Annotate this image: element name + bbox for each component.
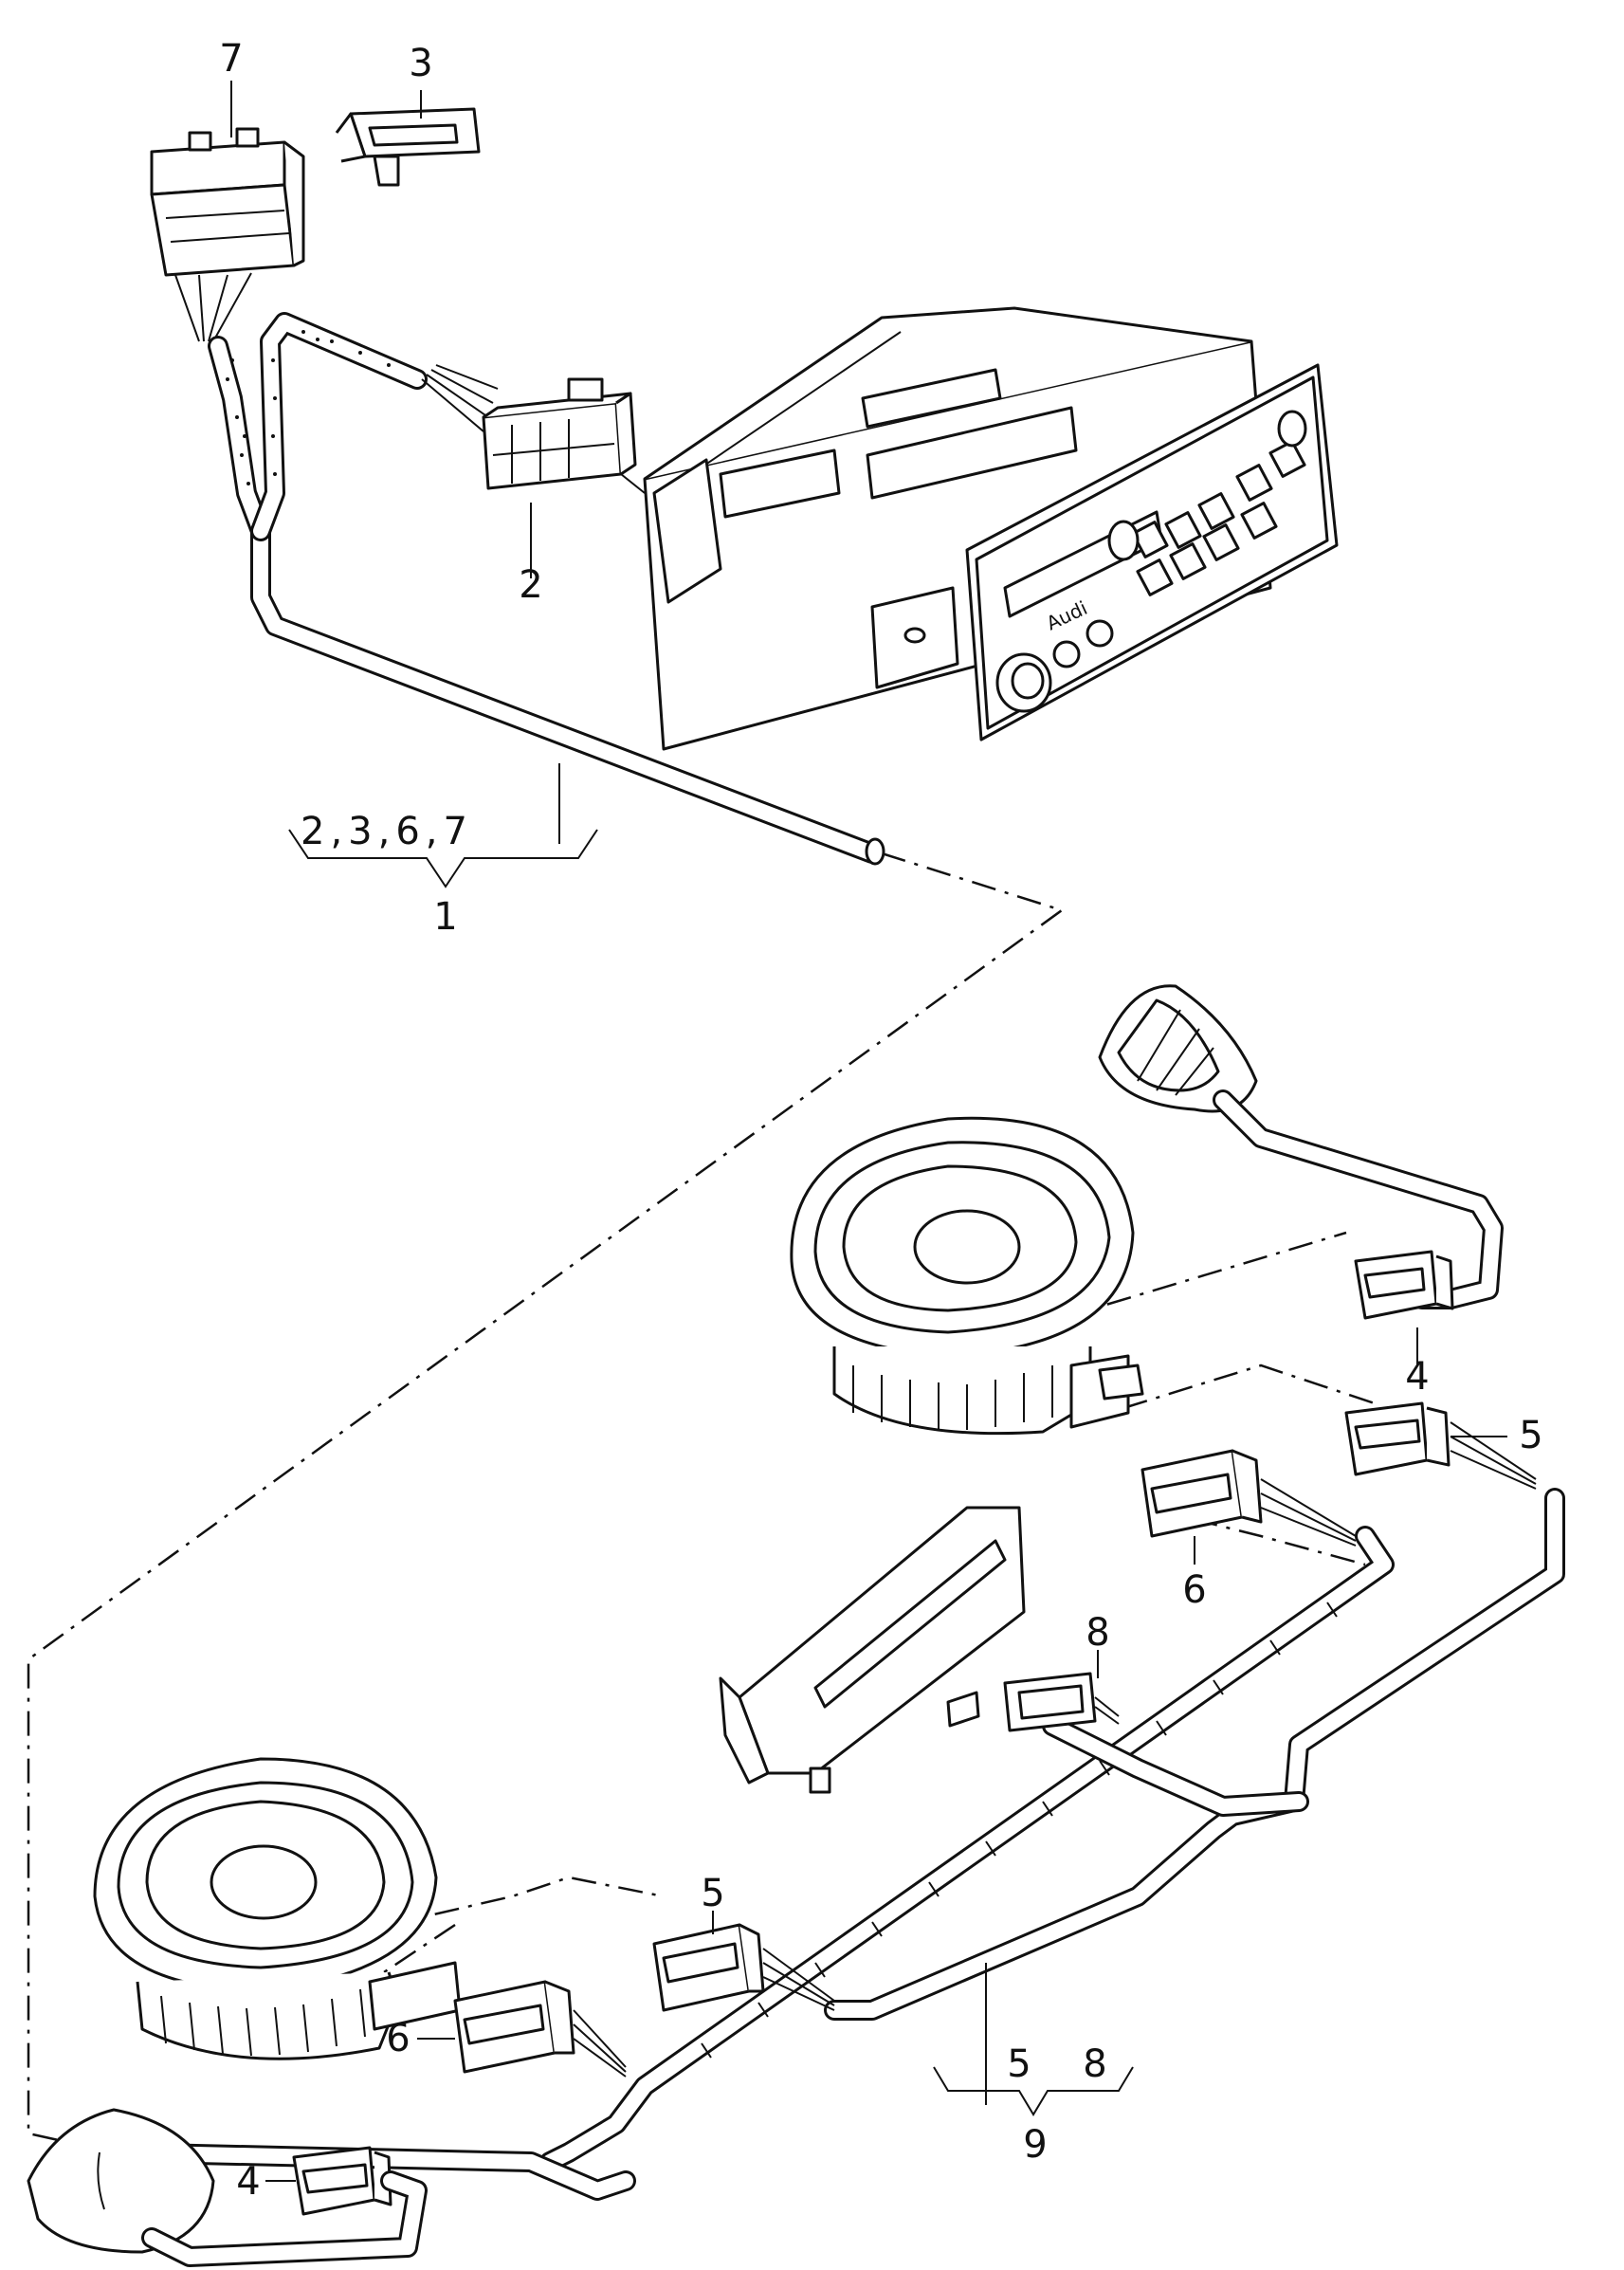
lower-harness	[103, 1488, 1565, 2201]
callout-3: 3	[409, 42, 432, 85]
callout-4-left: 4	[236, 2160, 260, 2204]
callout-9: 9	[1023, 2123, 1047, 2167]
callout-1: 1	[433, 895, 457, 939]
connector-5-right	[1344, 1401, 1537, 1490]
callout-7: 7	[219, 37, 243, 81]
callout-labels: 7 3 2 2,3,6,7 1 4 5 6 8 5 6 4 5 8 9	[219, 37, 1542, 2204]
connector-6-left	[453, 1980, 627, 2078]
callout-5-left: 5	[701, 1872, 724, 1915]
callout-4-right: 4	[1405, 1355, 1429, 1399]
callout-5-right: 5	[1519, 1414, 1542, 1457]
callout-leaders	[230, 81, 1507, 2182]
connector-8	[1003, 1672, 1120, 1732]
callout-group-bottom-5: 5	[1007, 2042, 1031, 2086]
connector-4-right	[1354, 1250, 1454, 1320]
main-harness	[208, 312, 885, 866]
connector-4-left	[141, 2146, 428, 2267]
connector-2	[482, 377, 646, 494]
callout-group-bottom-8: 8	[1083, 2042, 1106, 2086]
grab-handle	[719, 1506, 1026, 1794]
speaker-left	[93, 1757, 462, 2060]
radio-unit: Audi	[643, 306, 1339, 751]
tweeter-cover-right	[1098, 984, 1504, 1309]
clip-3	[335, 107, 481, 187]
callout-2: 2	[519, 563, 542, 607]
connector-7	[150, 127, 305, 342]
connector-6-right	[1140, 1449, 1357, 1547]
callout-6-right: 6	[1182, 1568, 1206, 1612]
speaker-right	[790, 1116, 1144, 1436]
callout-6-left: 6	[386, 2017, 410, 2060]
connector-5-left	[652, 1923, 835, 2012]
callout-8: 8	[1086, 1611, 1109, 1655]
tweeter-cover-left	[27, 2108, 215, 2254]
callout-group-top: 2,3,6,7	[301, 810, 473, 853]
